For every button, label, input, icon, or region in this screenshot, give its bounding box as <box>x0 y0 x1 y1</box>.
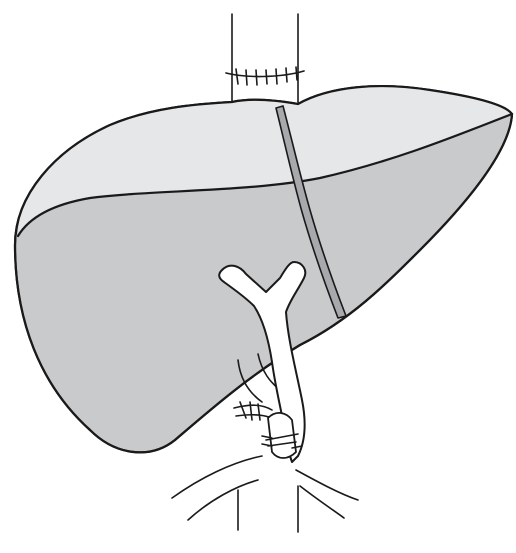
hepatic-artery <box>234 402 272 420</box>
inferior-vena-cava <box>232 14 298 106</box>
liver-graft <box>15 86 512 452</box>
